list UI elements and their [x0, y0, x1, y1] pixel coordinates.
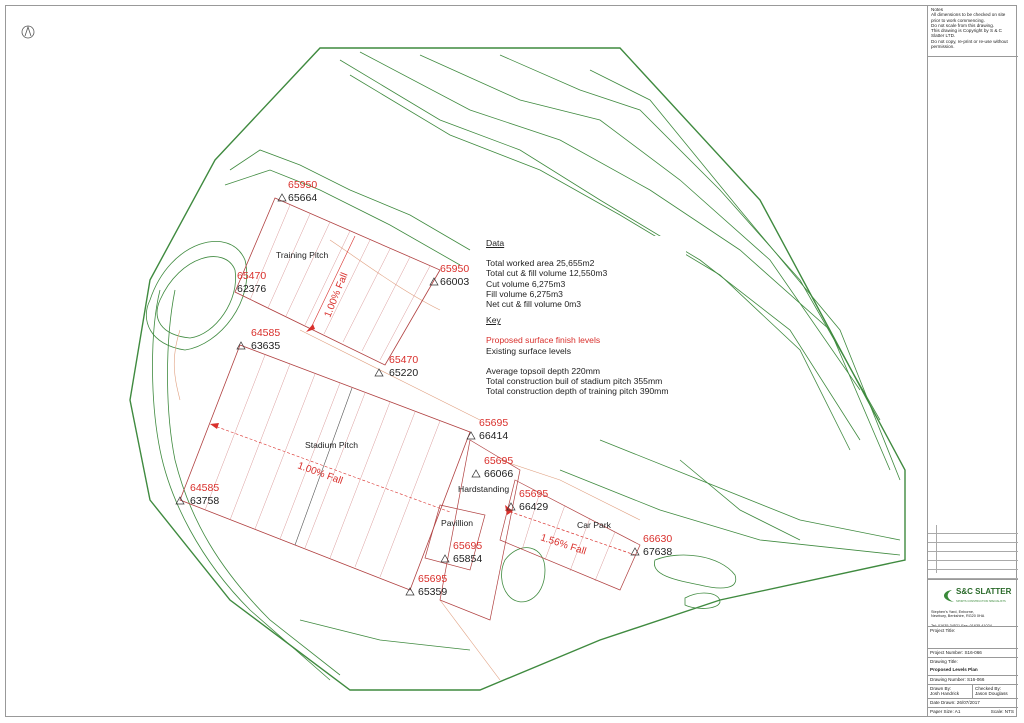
svg-text:65695: 65695 [479, 417, 508, 429]
stadium-pitch-label: Stadium Pitch [305, 440, 358, 450]
svg-text:67638: 67638 [643, 546, 672, 558]
data-key-panel: Data Total worked area 25,655m2 Total cu… [486, 236, 686, 406]
hardstanding-label: Hardstanding [458, 484, 509, 494]
data-line: Net cut & fill volume 0m3 [486, 299, 582, 310]
note-line: All dimensions to be checked on site pri… [931, 12, 1006, 23]
extra-line: Total construction buil of stadium pitch… [486, 376, 663, 387]
sheet-border [5, 5, 1017, 717]
svg-text:65470: 65470 [389, 354, 418, 366]
scale: Scale: NTS [990, 709, 1014, 714]
svg-text:65664: 65664 [288, 192, 317, 204]
company-tagline: SPORTS CONSTRUCTION SPECIALISTS [956, 600, 1006, 603]
drawing-title: Proposed Levels Plan [930, 667, 978, 673]
logo-swoosh-icon [944, 590, 954, 602]
svg-text:66630: 66630 [643, 533, 672, 545]
pavilion-label: Pavillion [441, 518, 473, 528]
note-line: Do not scale from this drawing. [931, 22, 995, 28]
training-pitch [234, 197, 441, 366]
extra-line: Average topsoil depth 220mm [486, 365, 601, 376]
drawn-by: Josh Handrick [930, 691, 960, 697]
notes-title: Notes [931, 7, 944, 12]
proposed-contours [173, 239, 641, 681]
project-title-field: Project Title: [928, 626, 1018, 648]
company-name: S&C SLATTER [956, 587, 1012, 596]
notes-panel: Notes All dimensions to be checked on si… [928, 5, 1018, 57]
svg-text:66414: 66414 [479, 430, 508, 442]
data-line: Cut volume 6,275m3 [486, 278, 566, 289]
svg-text:66429: 66429 [519, 501, 548, 513]
svg-text:65695: 65695 [453, 540, 482, 552]
project-number-field: Project Number: S16-066 [928, 648, 1018, 657]
company-logo: S&C SLATTER SPORTS CONSTRUCTION SPECIALI… [928, 579, 1018, 632]
stadium-pitch [179, 344, 471, 591]
data-heading: Data [486, 238, 505, 248]
drawing-title-field: Drawing Title: Proposed Levels Plan [928, 657, 1018, 675]
data-line: Total worked area 25,655m2 [486, 258, 595, 269]
svg-text:62376: 62376 [237, 283, 266, 295]
date-drawn-field: Date Drawn: 26/07/2017 [928, 698, 1018, 707]
data-line: Fill volume 6,275m3 [486, 288, 563, 299]
data-line: Total cut & fill volume 12,550m3 [486, 268, 608, 279]
drawing-number-field: Drawing Number: S16-066 [928, 675, 1018, 684]
svg-text:64585: 64585 [251, 327, 280, 339]
paper-scale-field: Paper Size: A1 Scale: NTS [928, 707, 1018, 717]
svg-text:64585: 64585 [190, 482, 219, 494]
svg-text:65950: 65950 [288, 179, 317, 191]
svg-text:63635: 63635 [251, 340, 280, 352]
drawn-checked-field: Drawn By:Josh Handrick Checked By:Jason … [928, 684, 1018, 698]
car-park-fall-label: 1.56% Fall [539, 532, 587, 557]
pavilion-outline [424, 504, 486, 571]
revision-grid [928, 525, 1018, 579]
svg-text:66066: 66066 [484, 468, 513, 480]
svg-text:65950: 65950 [440, 263, 469, 275]
title-block: Notes All dimensions to be checked on si… [927, 5, 1018, 717]
company-address: Stephen's Yard, Enborne, Newbury, Berksh… [931, 610, 985, 619]
svg-text:65695: 65695 [484, 455, 513, 467]
extra-line: Total construction depth of training pit… [486, 386, 669, 397]
key-proposed: Proposed surface finish levels [486, 335, 601, 346]
svg-text:63758: 63758 [190, 495, 219, 507]
paper-size: Paper Size: A1 [930, 709, 961, 714]
svg-text:65220: 65220 [389, 367, 418, 379]
note-line: Do not copy, re-print or re-use without … [931, 38, 1008, 50]
svg-text:65695: 65695 [519, 488, 548, 500]
car-park-label: Car Park [577, 520, 612, 530]
existing-contours [129, 47, 906, 691]
svg-text:66003: 66003 [440, 276, 469, 288]
north-arrow-icon [21, 25, 35, 39]
key-heading: Key [486, 315, 501, 326]
svg-text:65695: 65695 [418, 573, 447, 585]
key-existing: Existing surface levels [486, 345, 572, 356]
car-park-outline [499, 479, 641, 591]
hardstanding-outline [439, 439, 521, 621]
checked-by: Jason Douglass [975, 691, 1008, 697]
training-pitch-label: Training Pitch [276, 250, 328, 260]
svg-text:65470: 65470 [237, 270, 266, 282]
svg-text:65854: 65854 [453, 553, 482, 565]
svg-text:65359: 65359 [418, 586, 447, 598]
note-line: This drawing is Copyright by S & C Slatt… [931, 28, 1002, 39]
